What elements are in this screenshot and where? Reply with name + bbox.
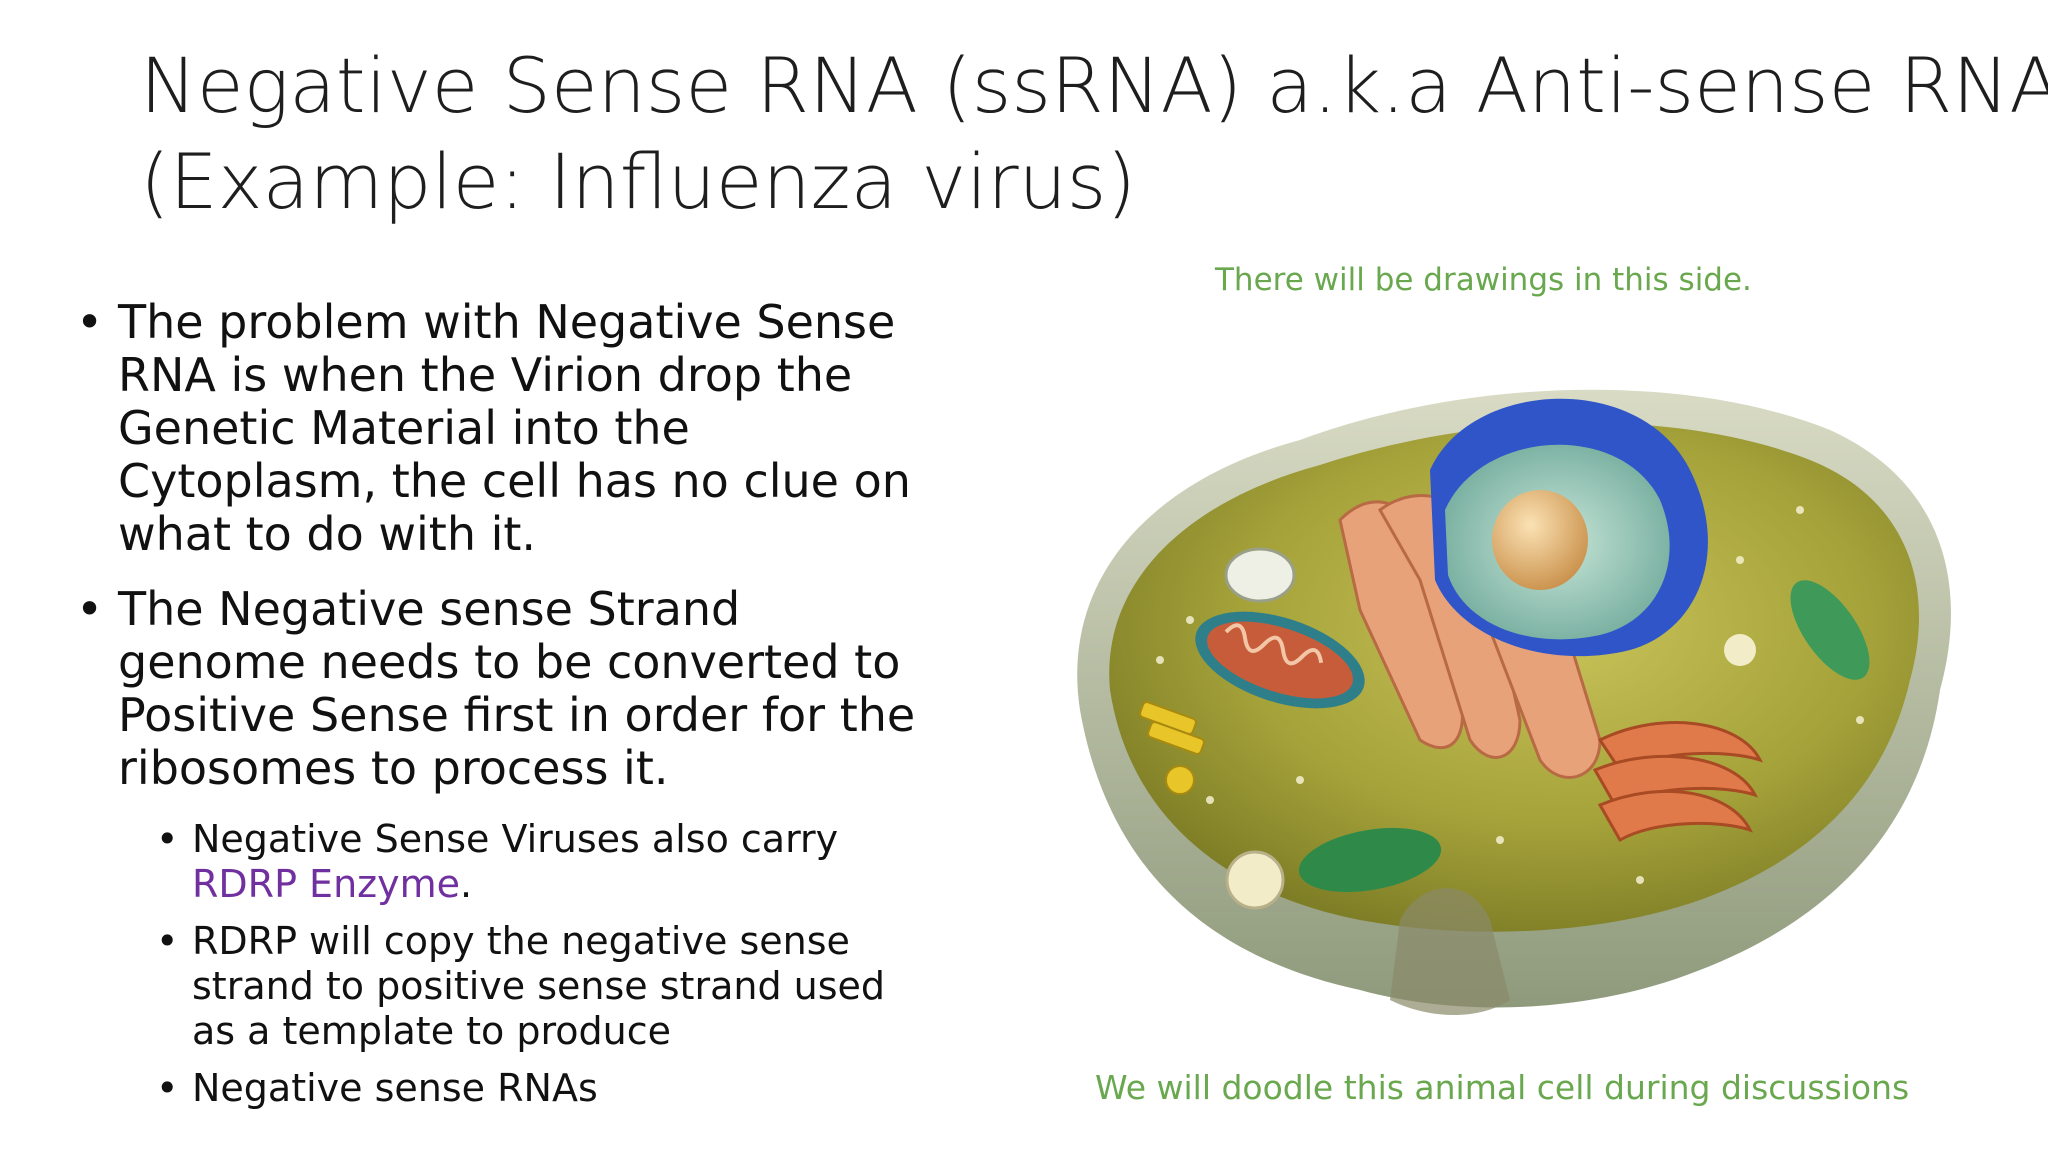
membrane-notch [1390,888,1510,1015]
bullet-dot: • [76,295,104,349]
animal-cell-illustration [1077,389,1951,1015]
bullet-item: • The Negative sense Strand genome needs… [76,583,926,795]
sub-bullet-dot: • [156,817,179,861]
sub-bullet-text: Negative Sense Viruses also carry RDRP E… [192,817,838,906]
centriole [1139,701,1205,795]
sub-bullet-prefix: Negative Sense Viruses also carry [192,817,839,861]
lysosome-green [1790,580,1870,680]
bullet-list: • The problem with Negative Sense RNA is… [76,296,926,1123]
title-line-2: (Example: Influenza virus) [140,137,1137,226]
sub-bullet-item: • RDRP will copy the negative sense stra… [156,919,926,1054]
bullet-text: The problem with Negative Sense RNA is w… [118,295,911,561]
nucleus [1430,398,1708,657]
sub-bullet-text: Negative sense RNAs [192,1066,598,1110]
animal-cell-caption: We will doodle this animal cell during d… [1095,1068,1910,1107]
golgi-apparatus [1592,721,1763,843]
sub-bullet-dot: • [156,919,179,963]
sub-bullet-suffix: . [460,862,473,906]
vesicle [1224,547,1296,603]
ribosomes [1156,506,1864,884]
rdrp-enzyme-highlight: RDRP Enzyme [192,862,460,906]
sub-bullet-item: • Negative sense RNAs [156,1066,926,1111]
drawing-note-caption: There will be drawings in this side. [1215,262,1752,298]
title-line-1: Negative Sense RNA (ssRNA) a.k.a Anti-se… [140,41,2048,130]
bullet-text: The Negative sense Strand genome needs t… [118,582,916,795]
vesicle [1724,634,1756,666]
sub-bullet-text: RDRP will copy the negative sense strand… [192,919,886,1053]
mitochondrion [1195,611,1365,709]
nucleolus [1492,490,1588,590]
bullet-dot: • [76,582,104,636]
sub-bullet-dot: • [156,1066,179,1110]
sub-bullet-item: • Negative Sense Viruses also carry RDRP… [156,817,926,907]
slide-title: Negative Sense RNA (ssRNA) a.k.a Anti-se… [140,38,2048,230]
vacuole-green [1298,827,1442,893]
vesicle [1225,850,1285,910]
bullet-item: • The problem with Negative Sense RNA is… [76,296,926,561]
